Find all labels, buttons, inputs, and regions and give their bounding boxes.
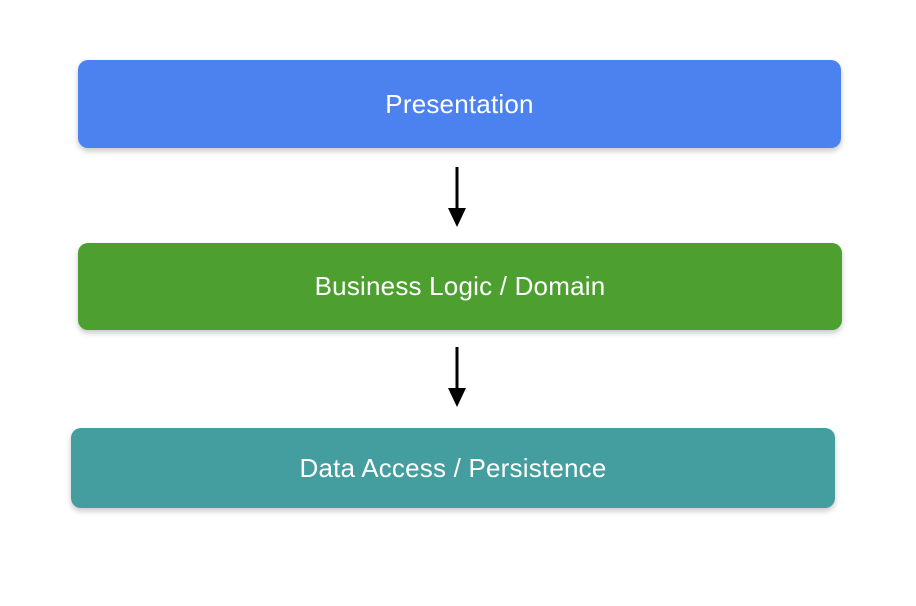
node-presentation: Presentation xyxy=(78,60,841,148)
node-data-access-label: Data Access / Persistence xyxy=(299,452,607,483)
down-arrow-icon xyxy=(448,347,466,407)
node-presentation-label: Presentation xyxy=(385,88,534,119)
node-data-access: Data Access / Persistence xyxy=(71,428,835,508)
node-business-logic: Business Logic / Domain xyxy=(78,243,842,330)
down-arrow-icon xyxy=(448,167,466,227)
node-business-logic-label: Business Logic / Domain xyxy=(314,271,606,301)
